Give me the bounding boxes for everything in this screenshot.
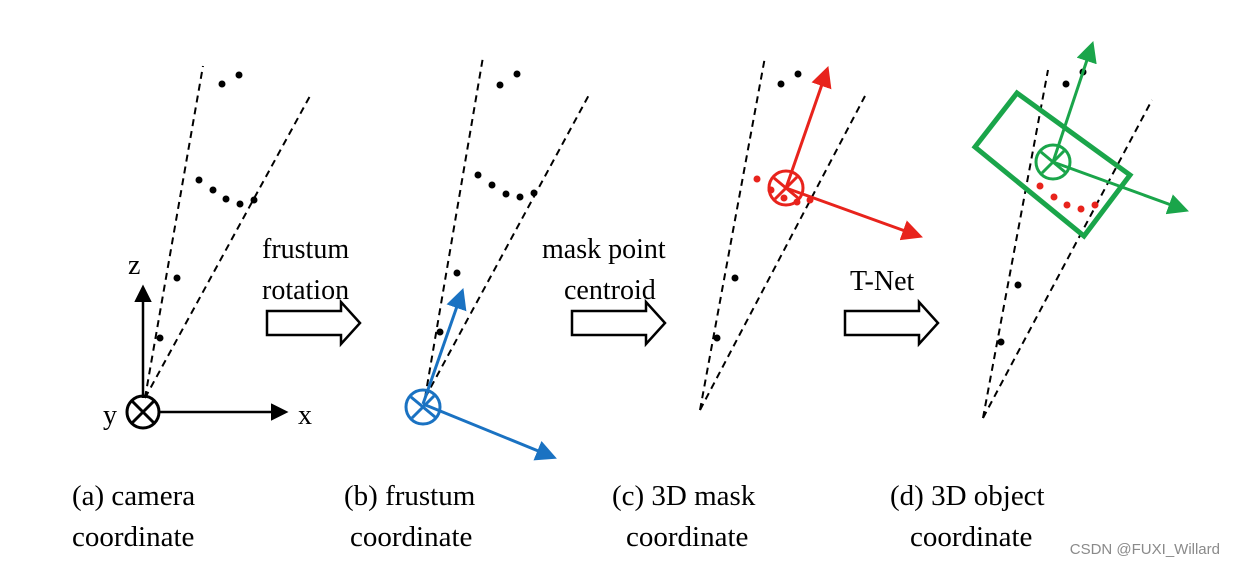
caption-b-line1: (b) frustum <box>344 480 476 512</box>
z-axis-object <box>1051 41 1097 163</box>
watermark: CSDN @FUXI_Willard <box>1070 541 1220 558</box>
transition-mask-point-centroid: mask point centroid <box>542 234 667 348</box>
panel-d-object <box>971 41 1189 419</box>
hollow-arrow-icon <box>843 298 940 348</box>
y-axis-label: y <box>103 400 117 431</box>
x-axis-rotated <box>422 402 557 461</box>
y-axis-into-page-symbol <box>125 394 161 430</box>
caption-c-line2: coordinate <box>626 521 748 553</box>
point-cloud <box>156 71 258 342</box>
frustum-lines <box>424 56 591 399</box>
frustum-lines <box>699 56 866 411</box>
caption-b-line2: coordinate <box>350 521 472 553</box>
caption-a-line1: (a) camera <box>72 480 195 512</box>
caption-d-line2: coordinate <box>910 521 1032 553</box>
3d-bounding-box <box>971 89 1134 240</box>
caption-c-line1: (c) 3D mask <box>612 480 756 512</box>
y-axis-into-page-symbol <box>404 388 442 426</box>
z-axis-centroid <box>784 66 832 189</box>
transition-label-line1: mask point <box>542 234 666 265</box>
z-axis-label: z <box>128 250 140 281</box>
captions: (a) camera coordinate (b) frustum coordi… <box>72 480 1045 553</box>
y-axis-into-page-symbol <box>1034 143 1072 181</box>
caption-d-line1: (d) 3D object <box>890 480 1045 512</box>
point-cloud <box>713 70 802 342</box>
x-axis-label: x <box>298 400 312 431</box>
point-cloud <box>436 70 538 336</box>
panel-c-mask <box>699 56 923 411</box>
transition-t-net: T-Net <box>843 266 940 348</box>
frustum-lines <box>144 65 311 399</box>
transition-label-line1: T-Net <box>850 266 915 297</box>
panel-a-camera: z x y <box>103 65 312 431</box>
hollow-arrow-icon <box>265 298 362 348</box>
transition-label-line2: centroid <box>564 275 656 306</box>
x-axis-object <box>1052 160 1189 215</box>
z-axis-rotated <box>421 288 467 405</box>
transition-frustum-rotation: frustum rotation <box>262 234 362 348</box>
x-axis-centroid <box>785 186 923 241</box>
panel-b-frustum <box>404 56 591 461</box>
y-axis-into-page-symbol <box>767 169 805 207</box>
transition-label-line2: rotation <box>262 275 349 306</box>
caption-a-line2: coordinate <box>72 521 194 553</box>
frustum-lines <box>982 69 1153 419</box>
transition-label-line1: frustum <box>262 234 349 265</box>
mask-points <box>1036 182 1099 213</box>
hollow-arrow-icon <box>570 298 667 348</box>
